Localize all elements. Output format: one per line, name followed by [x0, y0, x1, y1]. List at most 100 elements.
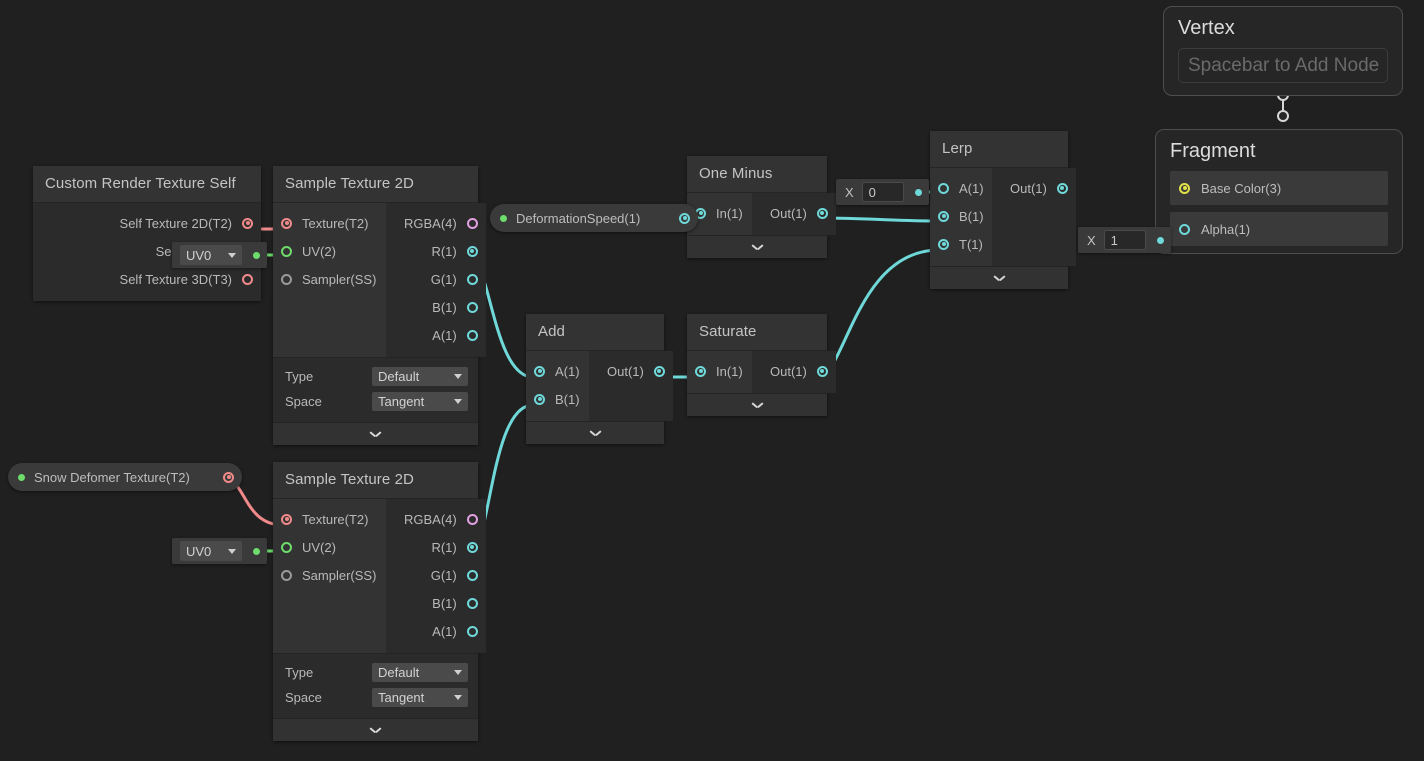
port-out[interactable]: Out(1): [752, 357, 836, 385]
port-icon-t[interactable]: [938, 238, 949, 250]
port-icon-out[interactable]: [1056, 182, 1068, 194]
port-texture[interactable]: Texture(T2): [273, 505, 386, 533]
port-icon-r[interactable]: [466, 541, 478, 553]
port-a[interactable]: A(1): [386, 321, 486, 349]
port-icon-a[interactable]: [466, 329, 478, 341]
port-sampler[interactable]: Sampler(SS): [273, 265, 386, 293]
port-b[interactable]: B(1): [526, 385, 589, 413]
port-r[interactable]: R(1): [386, 237, 486, 265]
port-icon-r[interactable]: [466, 245, 478, 257]
port-a[interactable]: A(1): [930, 174, 992, 202]
property-output-port-icon[interactable]: [679, 212, 690, 224]
node-custom-render-texture-self[interactable]: Custom Render Texture Self Self Texture …: [33, 166, 261, 301]
x-value-input[interactable]: 0: [861, 182, 904, 202]
space-dropdown[interactable]: Tangent: [372, 392, 468, 411]
fragment-block-alpha[interactable]: Alpha(1): [1170, 212, 1388, 246]
port-icon-texture[interactable]: [281, 217, 292, 229]
port-out[interactable]: Out(1): [589, 357, 673, 385]
port-icon-sampler[interactable]: [281, 569, 292, 581]
fragment-context-block[interactable]: Fragment Base Color(3) Alpha(1): [1155, 129, 1403, 254]
port-icon-a[interactable]: [466, 625, 478, 637]
port-self-texture-3d[interactable]: Self Texture 3D(T3): [33, 265, 261, 293]
node-collapse-toggle[interactable]: [273, 718, 478, 741]
node-saturate[interactable]: Saturate In(1) Out(1): [687, 314, 836, 416]
node-add[interactable]: Add A(1) B(1) Out(1): [526, 314, 673, 444]
port-icon-g[interactable]: [466, 273, 478, 285]
port-in[interactable]: In(1): [687, 357, 752, 385]
port-icon-uv[interactable]: [281, 245, 292, 257]
uv-enum-bottom[interactable]: UV0: [180, 541, 242, 561]
port-icon-sampler[interactable]: [281, 273, 292, 285]
setting-space[interactable]: Space Tangent: [273, 685, 478, 710]
port-icon-a[interactable]: [534, 365, 545, 377]
port-a[interactable]: A(1): [386, 617, 486, 645]
node-collapse-toggle[interactable]: [687, 393, 827, 416]
property-node-snow-deformer-texture[interactable]: Snow Defomer Texture(T2): [8, 463, 242, 491]
port-icon-b[interactable]: [466, 597, 478, 609]
port-g[interactable]: G(1): [386, 561, 486, 589]
port-icon-in[interactable]: [695, 365, 706, 377]
node-collapse-toggle[interactable]: [687, 235, 827, 258]
port-out[interactable]: Out(1): [752, 199, 836, 227]
port-icon-out[interactable]: [653, 365, 665, 377]
property-node-deformation-speed[interactable]: DeformationSpeed(1): [490, 204, 698, 232]
node-collapse-toggle[interactable]: [273, 422, 478, 445]
slot-output-port-icon[interactable]: [1156, 236, 1164, 244]
port-icon-a[interactable]: [938, 182, 949, 194]
port-b[interactable]: B(1): [386, 589, 486, 617]
port-icon-g[interactable]: [466, 569, 478, 581]
port-icon-b[interactable]: [534, 393, 545, 405]
vertex-add-node-placeholder[interactable]: Spacebar to Add Node: [1178, 48, 1388, 83]
port-a[interactable]: A(1): [526, 357, 589, 385]
port-r[interactable]: R(1): [386, 533, 486, 561]
port-uv[interactable]: UV(2): [273, 533, 386, 561]
property-output-port-icon[interactable]: [223, 471, 234, 483]
node-collapse-toggle[interactable]: [930, 266, 1068, 289]
uv-output-port-icon[interactable]: [253, 547, 260, 555]
base-color-port-icon[interactable]: [1179, 182, 1190, 194]
port-icon-out[interactable]: [816, 365, 828, 377]
alpha-port-icon[interactable]: [1179, 223, 1190, 235]
port-uv[interactable]: UV(2): [273, 237, 386, 265]
port-icon-rgba[interactable]: [466, 217, 478, 229]
port-out[interactable]: Out(1): [992, 174, 1076, 202]
setting-space[interactable]: Space Tangent: [273, 389, 478, 414]
vertex-context-block[interactable]: Vertex Spacebar to Add Node: [1163, 6, 1403, 96]
port-texture[interactable]: Texture(T2): [273, 209, 386, 237]
port-g[interactable]: G(1): [386, 265, 486, 293]
port-icon-b[interactable]: [466, 301, 478, 313]
port-sampler[interactable]: Sampler(SS): [273, 561, 386, 589]
type-dropdown[interactable]: Default: [372, 367, 468, 386]
x-value-input[interactable]: 1: [1103, 230, 1146, 250]
port-icon-out[interactable]: [816, 207, 828, 219]
port-t[interactable]: T(1): [930, 230, 992, 258]
port-self-texture-2d[interactable]: Self Texture 2D(T2): [33, 209, 261, 237]
uv-channel-dropdown-bottom[interactable]: UV0: [172, 538, 267, 564]
port-icon-b[interactable]: [938, 210, 949, 222]
lerp-a-value-slot[interactable]: X 0: [836, 179, 929, 205]
node-one-minus[interactable]: One Minus In(1) Out(1): [687, 156, 836, 258]
port-icon-texture[interactable]: [281, 513, 292, 525]
uv-enum-top[interactable]: UV0: [180, 245, 242, 265]
setting-type[interactable]: Type Default: [273, 660, 478, 685]
node-sample-texture-2d-top[interactable]: Sample Texture 2D Texture(T2) UV(2) Samp…: [273, 166, 486, 445]
port-icon-uv[interactable]: [281, 541, 292, 553]
space-dropdown[interactable]: Tangent: [372, 688, 468, 707]
port-b[interactable]: B(1): [930, 202, 992, 230]
port-icon-rgba[interactable]: [466, 513, 478, 525]
uv-output-port-icon[interactable]: [253, 251, 260, 259]
alpha-value-slot[interactable]: X 1: [1078, 227, 1171, 253]
port-icon-texture3d[interactable]: [242, 273, 253, 285]
slot-output-port-icon[interactable]: [914, 188, 922, 196]
port-icon-texture2d[interactable]: [242, 217, 253, 229]
uv-channel-dropdown-top[interactable]: UV0: [172, 242, 267, 268]
fragment-block-base-color[interactable]: Base Color(3): [1170, 171, 1388, 205]
type-dropdown[interactable]: Default: [372, 663, 468, 682]
setting-type[interactable]: Type Default: [273, 364, 478, 389]
port-rgba[interactable]: RGBA(4): [386, 209, 486, 237]
node-sample-texture-2d-bottom[interactable]: Sample Texture 2D Texture(T2) UV(2) Samp…: [273, 462, 486, 741]
port-rgba[interactable]: RGBA(4): [386, 505, 486, 533]
port-b[interactable]: B(1): [386, 293, 486, 321]
node-collapse-toggle[interactable]: [526, 421, 664, 444]
